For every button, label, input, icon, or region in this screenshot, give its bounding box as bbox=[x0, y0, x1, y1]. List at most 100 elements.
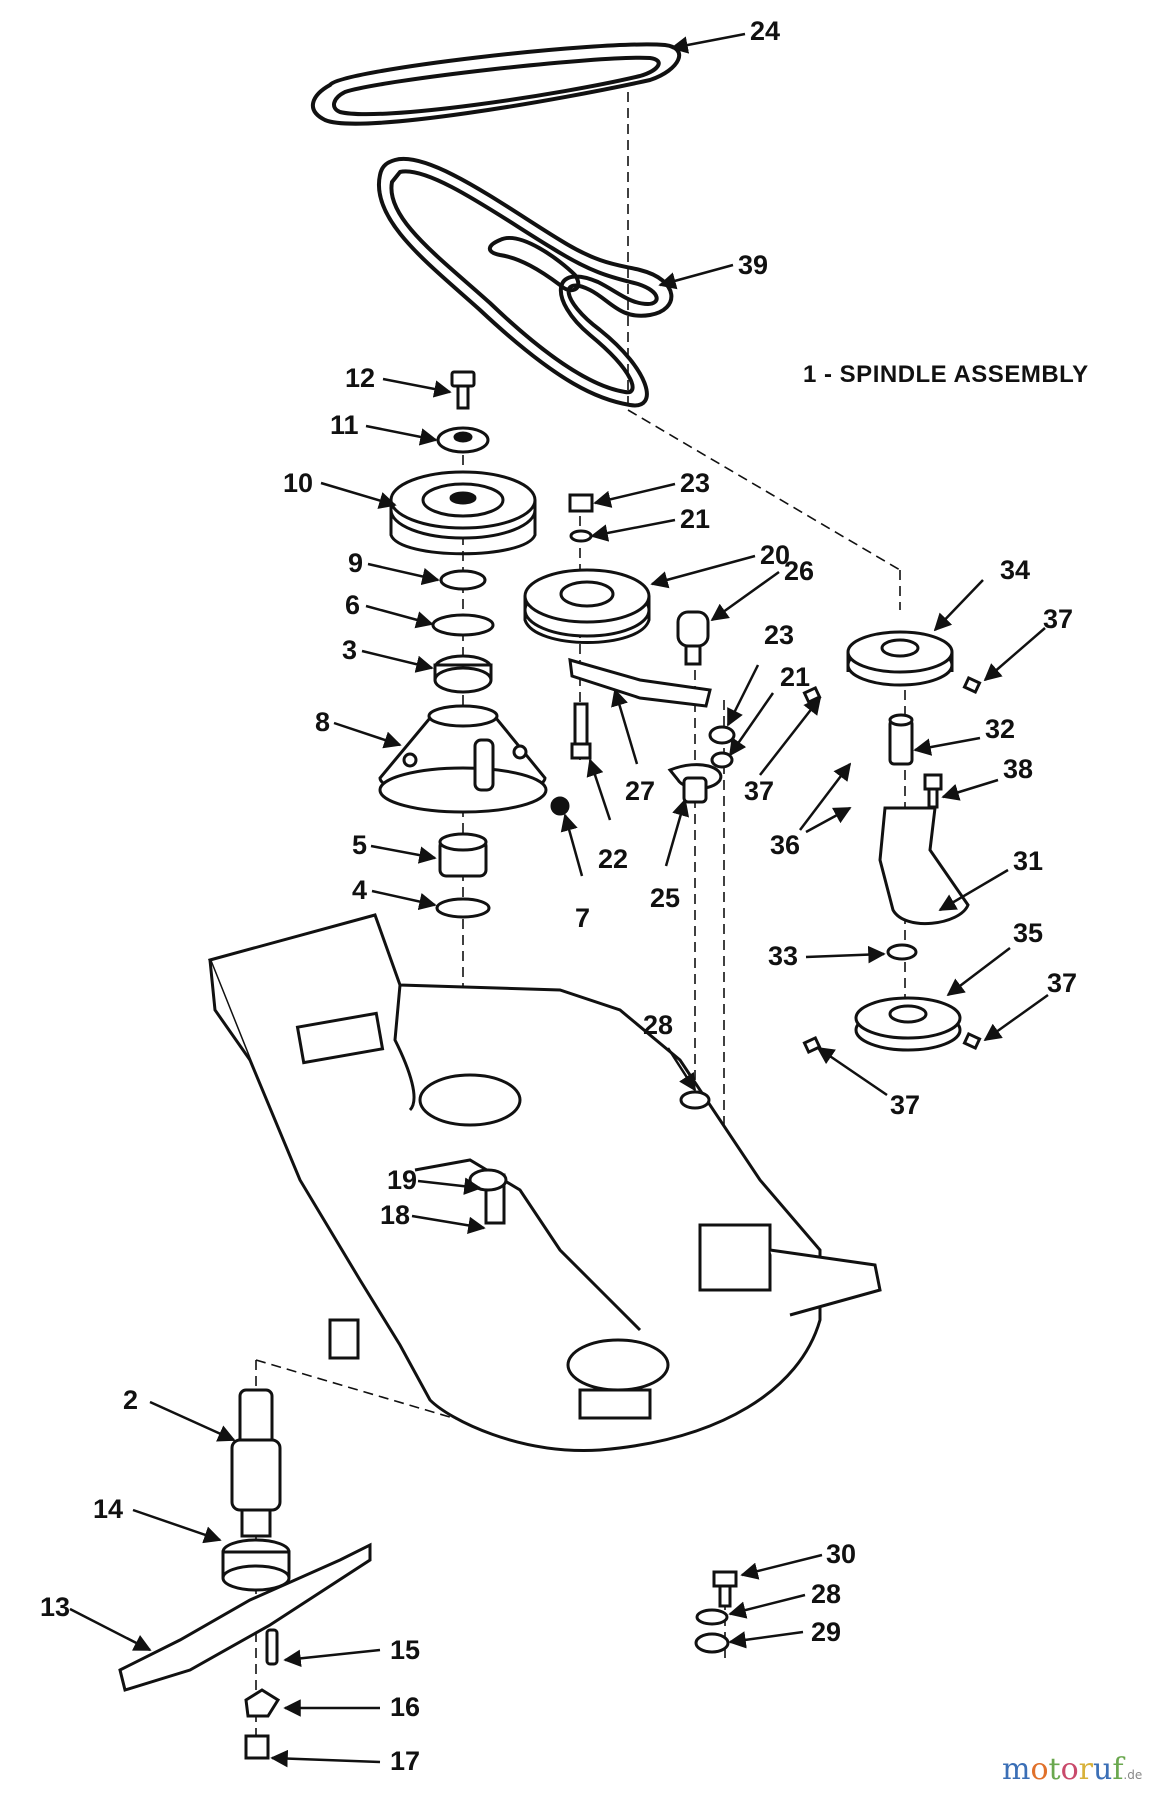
arrow-29 bbox=[728, 1630, 804, 1649]
arrow-37a bbox=[983, 627, 1046, 682]
watermark-letter: o bbox=[1030, 1752, 1049, 1787]
callout-21: 21 bbox=[680, 504, 711, 534]
watermark-letter: u bbox=[1092, 1752, 1113, 1787]
callout-35: 35 bbox=[1013, 918, 1044, 948]
arrow-30 bbox=[740, 1553, 823, 1580]
arrow-13 bbox=[69, 1607, 152, 1652]
bearing-housing-8 bbox=[378, 704, 570, 816]
callout-29: 29 bbox=[811, 1617, 842, 1647]
callout-28: 28 bbox=[643, 1010, 674, 1040]
arrow-24 bbox=[670, 32, 746, 54]
arrow-36a bbox=[799, 762, 852, 831]
watermark-letter: o bbox=[1060, 1752, 1079, 1787]
arrow-34 bbox=[933, 579, 984, 632]
callout-32: 32 bbox=[985, 714, 1016, 744]
callout-9: 9 bbox=[348, 548, 364, 578]
arrow-23b bbox=[726, 664, 760, 727]
callout-26: 26 bbox=[784, 556, 815, 586]
callout-4: 4 bbox=[352, 875, 368, 905]
callout-14: 14 bbox=[93, 1494, 124, 1524]
arrow-4 bbox=[371, 889, 437, 911]
callout-13: 13 bbox=[40, 1592, 71, 1622]
arrow-38 bbox=[941, 778, 999, 801]
callout-15: 15 bbox=[390, 1635, 421, 1665]
watermark-logo: motoruf.de bbox=[1002, 1752, 1142, 1787]
arrow-5 bbox=[370, 844, 437, 864]
callout-17: 17 bbox=[390, 1746, 421, 1776]
callout-20: 20 bbox=[760, 540, 791, 570]
arrow-22 bbox=[586, 758, 612, 821]
belt-39 bbox=[376, 156, 674, 408]
watermark-suffix: .de bbox=[1123, 1768, 1143, 1782]
arrow-11 bbox=[365, 424, 438, 446]
callout-7: 7 bbox=[575, 903, 591, 933]
callout-21: 21 bbox=[780, 662, 811, 692]
arrow-23a bbox=[593, 482, 676, 508]
callout-2: 2 bbox=[123, 1385, 139, 1415]
callout-24: 24 bbox=[750, 16, 781, 46]
callout-22: 22 bbox=[598, 844, 629, 874]
arrow-28b bbox=[728, 1593, 806, 1619]
callout-16: 16 bbox=[390, 1692, 421, 1722]
callout-23: 23 bbox=[680, 468, 711, 498]
belt-24 bbox=[311, 42, 681, 126]
arrow-17 bbox=[270, 1749, 381, 1768]
arrow-15 bbox=[283, 1648, 381, 1668]
callout-36: 36 bbox=[770, 830, 801, 860]
arrow-9 bbox=[367, 562, 440, 586]
watermark-letter: r bbox=[1078, 1752, 1093, 1787]
callout-38: 38 bbox=[1003, 754, 1034, 784]
arrow-31 bbox=[938, 868, 1009, 912]
arrow-35 bbox=[946, 947, 1011, 997]
callout-18: 18 bbox=[380, 1200, 411, 1230]
callout-37: 37 bbox=[890, 1090, 921, 1120]
callout-31: 31 bbox=[1013, 846, 1044, 876]
callout-23: 23 bbox=[764, 620, 795, 650]
callout-37: 37 bbox=[744, 776, 775, 806]
spring-and-bolt bbox=[667, 610, 736, 804]
arrow-19 bbox=[417, 1177, 482, 1195]
arrow-36b bbox=[805, 806, 852, 834]
watermark-text: motoruf bbox=[1002, 1752, 1123, 1787]
arrow-28a bbox=[666, 1047, 697, 1092]
watermark-letter: m bbox=[1002, 1752, 1031, 1787]
right-idler-stack bbox=[802, 630, 982, 1055]
mower-deck bbox=[207, 913, 882, 1452]
callout-39: 39 bbox=[738, 250, 769, 280]
callout-25: 25 bbox=[650, 883, 681, 913]
bottom-hardware bbox=[694, 1570, 738, 1654]
callout-27: 27 bbox=[625, 776, 656, 806]
callout-28: 28 bbox=[811, 1579, 842, 1609]
callout-34: 34 bbox=[1000, 555, 1031, 585]
callout-11: 11 bbox=[330, 410, 359, 440]
watermark-letter: f bbox=[1112, 1752, 1124, 1787]
callout-30: 30 bbox=[826, 1539, 857, 1569]
arrow-26 bbox=[710, 570, 780, 622]
callout-19: 19 bbox=[387, 1165, 418, 1195]
idler-pulley bbox=[523, 493, 712, 760]
assembly-title: 1 - SPINDLE ASSEMBLY bbox=[803, 361, 1089, 388]
arrow-6 bbox=[365, 604, 434, 629]
callout-12: 12 bbox=[345, 363, 376, 393]
leader-arrows bbox=[69, 32, 1049, 1768]
callout-8: 8 bbox=[315, 707, 331, 737]
arrow-8 bbox=[333, 721, 402, 749]
arrow-3 bbox=[361, 649, 434, 673]
arrow-27 bbox=[611, 688, 639, 765]
arrow-32 bbox=[913, 736, 981, 756]
arrow-25 bbox=[664, 798, 690, 867]
callout-37: 37 bbox=[1043, 604, 1074, 634]
callout-37: 37 bbox=[1047, 968, 1078, 998]
arrow-37c bbox=[983, 993, 1049, 1042]
arrow-21a bbox=[590, 518, 676, 542]
arrow-39 bbox=[658, 263, 734, 290]
arrow-33 bbox=[805, 945, 886, 964]
arrow-18 bbox=[411, 1214, 486, 1235]
arrow-2 bbox=[149, 1400, 236, 1442]
arrow-10 bbox=[320, 481, 397, 509]
callout-33: 33 bbox=[768, 941, 799, 971]
spindle-stack bbox=[389, 370, 537, 694]
arrow-37b bbox=[759, 696, 822, 776]
arrow-20 bbox=[650, 554, 756, 589]
